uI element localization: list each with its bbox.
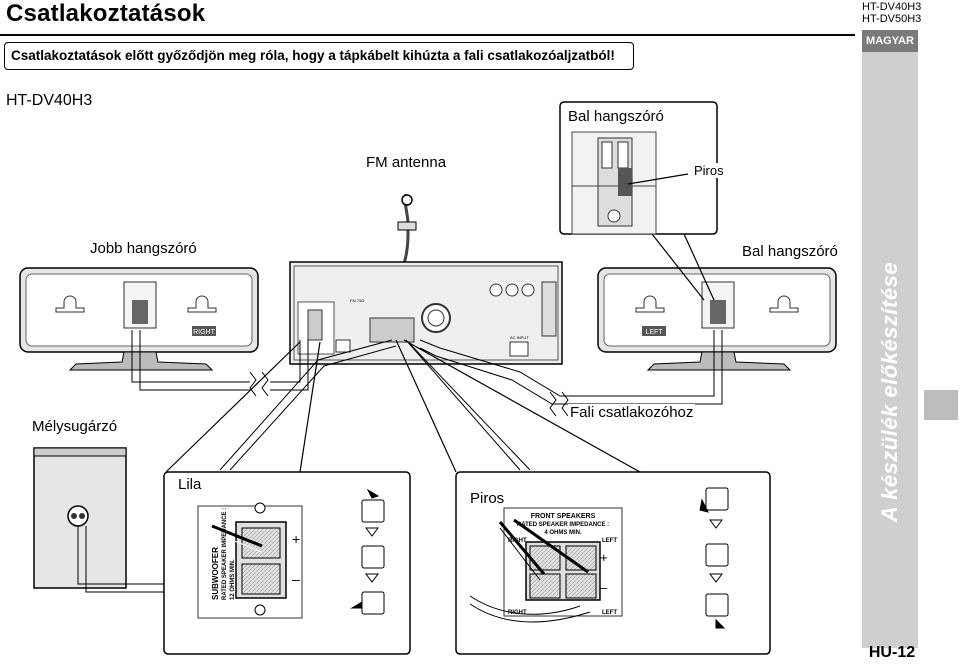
front-speaker-inset: FRONT SPEAKERS RATED SPEAKER IMPEDANCE :… — [455, 471, 771, 655]
sub-panel-line-2: RATED SPEAKER IMPEDANCE : — [222, 508, 228, 600]
label-red-bottom: Piros — [468, 490, 507, 507]
label-left-speaker: Bal hangszóró — [740, 243, 840, 260]
side-band — [862, 52, 918, 648]
model-label: HT-DV40H3 — [6, 92, 93, 109]
front-left-bottom: LEFT — [602, 610, 617, 616]
front-panel-ohms: 4 OHMS MIN. — [544, 530, 582, 536]
model-code-1: HT-DV40H3 — [862, 1, 922, 13]
front-plus: + — [600, 550, 608, 565]
label-wall-outlet: Fali csatlakozóhoz — [568, 404, 696, 421]
front-minus: – — [600, 580, 608, 595]
left-tag: LEFT — [645, 329, 663, 336]
page-title: Csatlakoztatások — [6, 0, 206, 27]
label-subwoofer: Mélysugárzó — [30, 418, 120, 435]
sub-minus: – — [292, 571, 300, 587]
main-unit: AC INPUT FM 75Ω — [289, 261, 563, 365]
front-panel-title: FRONT SPEAKERS — [531, 513, 596, 520]
front-left-top: LEFT — [602, 538, 617, 544]
side-title-text: A készülék előkészítése — [877, 261, 902, 523]
right-tag: RIGHT — [193, 329, 216, 336]
label-right-speaker: Jobb hangszóró — [88, 240, 199, 257]
model-code-2: HT-DV50H3 — [862, 13, 922, 25]
connection-diagram: AC INPUT FM 75Ω RIGHT LEFT — [19, 101, 837, 655]
callout-lines — [165, 339, 641, 473]
sub-plus: + — [292, 531, 300, 547]
warning-box: Csatlakoztatások előtt győződjön meg ról… — [4, 42, 634, 70]
label-red-top: Piros — [692, 163, 726, 178]
label-left-speaker-top: Bal hangszóró — [566, 108, 666, 125]
sub-panel-line-1: SUBWOOFER — [211, 547, 220, 600]
subwoofer-inset: + – SUBWOOFER RATED SPEAKER IMPEDANCE : … — [163, 471, 411, 655]
thumb-tab — [924, 390, 958, 420]
title-rule — [0, 34, 855, 36]
sub-panel-line-3: 12 OHMS MIN. — [230, 559, 236, 600]
model-codes: HT-DV40H3 HT-DV50H3 — [862, 1, 922, 25]
left-speaker: LEFT — [597, 267, 837, 371]
side-title: A készülék előkészítése — [862, 52, 918, 522]
fm-75-label: FM 75Ω — [350, 298, 364, 303]
subwoofer — [33, 447, 127, 589]
right-speaker: RIGHT — [19, 267, 259, 371]
ac-input-label: AC INPUT — [510, 335, 529, 340]
label-fm-antenna: FM antenna — [364, 154, 449, 171]
front-panel-impedance: RATED SPEAKER IMPEDANCE : — [517, 522, 609, 528]
language-tab: MAGYAR — [862, 30, 918, 52]
label-purple: Lila — [176, 476, 204, 493]
page-number: HU-12 — [868, 644, 916, 661]
top-inset — [559, 101, 718, 235]
